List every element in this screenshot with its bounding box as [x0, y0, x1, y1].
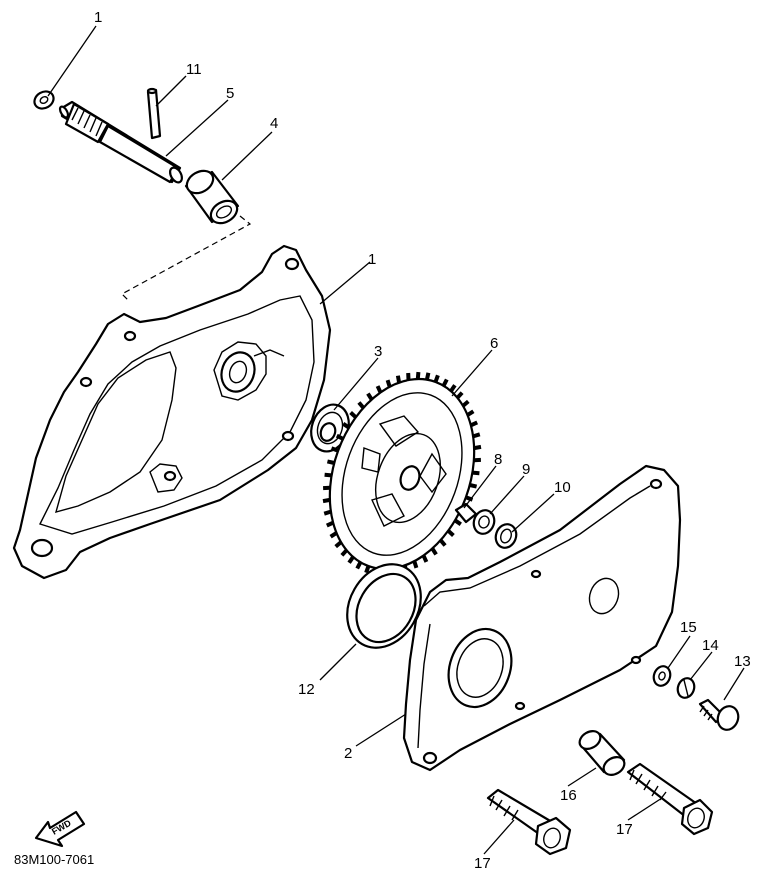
gear-tooth — [357, 401, 365, 410]
circlip-part-10 — [494, 523, 518, 549]
gear-tooth — [335, 433, 344, 441]
gear-tooth — [324, 472, 332, 478]
gear-tooth — [329, 531, 338, 539]
gear-tooth — [355, 561, 363, 570]
gear-tooth — [412, 560, 419, 569]
gear-tooth — [342, 422, 351, 430]
callout-8: 8 — [494, 451, 502, 468]
screw-part-13 — [698, 698, 740, 731]
callout-17-right: 17 — [616, 821, 633, 838]
gear-tooth — [349, 411, 358, 419]
gear-tooth — [430, 547, 438, 556]
gear-tooth — [424, 372, 431, 381]
gear-tooth — [469, 483, 478, 489]
callout-3: 3 — [374, 343, 382, 360]
assembly-guide-line — [121, 215, 252, 303]
gear-tooth — [322, 497, 331, 504]
gear-tooth — [439, 538, 447, 547]
gear-tooth — [473, 444, 482, 451]
shaft-part-5 — [58, 100, 183, 184]
gear-tooth — [472, 470, 480, 476]
callout-16: 16 — [560, 787, 577, 804]
callout-7: 1 — [94, 9, 102, 26]
gear-tooth — [334, 540, 343, 549]
pin-part-11 — [146, 87, 162, 140]
callout-6: 6 — [490, 335, 498, 352]
gear-tooth — [326, 459, 335, 465]
gear-tooth — [453, 518, 462, 526]
callout-13: 13 — [734, 653, 751, 670]
callout-5: 5 — [226, 85, 234, 102]
gear-tooth — [449, 384, 457, 393]
gear-part-6 — [322, 371, 482, 577]
gear-tooth — [395, 375, 402, 383]
bushing-part-4 — [184, 169, 240, 225]
gear-tooth — [466, 409, 475, 417]
callout-11: 11 — [186, 61, 202, 78]
callout-14: 14 — [702, 637, 719, 654]
callout-4: 4 — [270, 115, 278, 132]
gear-tooth — [340, 548, 349, 557]
gear-tooth — [470, 420, 479, 428]
housing-cover-part-1 — [12, 244, 332, 580]
lock-washer-part-14 — [676, 677, 696, 699]
bolt-part-17-right — [626, 762, 714, 836]
gear-tooth — [364, 565, 371, 574]
front-direction-badge: FWD — [34, 810, 86, 848]
washer-part-9 — [472, 509, 496, 535]
callout-15: 15 — [680, 619, 697, 636]
gear-tooth — [375, 385, 383, 394]
gear-tooth — [433, 374, 440, 383]
callout-17-left: 17 — [474, 855, 491, 872]
dowel-part-16 — [578, 730, 626, 776]
gear-tooth — [330, 446, 339, 453]
washer-part-15 — [652, 665, 672, 687]
gear-tooth — [366, 392, 374, 401]
bolt-part-17-left — [486, 788, 572, 856]
diagram-code: 83M100-7061 — [14, 852, 94, 867]
gear-tooth — [323, 509, 332, 516]
gear-tooth — [446, 529, 455, 537]
callout-9: 9 — [522, 461, 530, 478]
callout-10: 10 — [554, 479, 571, 496]
callout-numbers: 1 11 5 4 1 3 6 8 9 10 12 2 15 14 13 16 1… — [94, 9, 751, 872]
gear-tooth — [385, 379, 392, 388]
gear-tooth — [472, 432, 481, 439]
washer-part-7 — [33, 90, 55, 110]
gear-tooth — [347, 555, 355, 564]
leader-lines — [47, 25, 745, 855]
callout-12: 12 — [298, 681, 315, 698]
gear-tooth — [325, 520, 334, 528]
gear-tooth — [461, 399, 470, 408]
callout-2: 2 — [344, 745, 352, 762]
gear-tooth — [455, 391, 464, 400]
callout-1: 1 — [368, 251, 376, 268]
bearing-part-3 — [310, 403, 350, 453]
gear-tooth — [441, 378, 449, 387]
gear-tooth — [415, 371, 421, 380]
front-cover-part-2 — [402, 464, 682, 772]
gear-tooth — [421, 554, 429, 563]
o-ring-part-12 — [346, 563, 422, 649]
